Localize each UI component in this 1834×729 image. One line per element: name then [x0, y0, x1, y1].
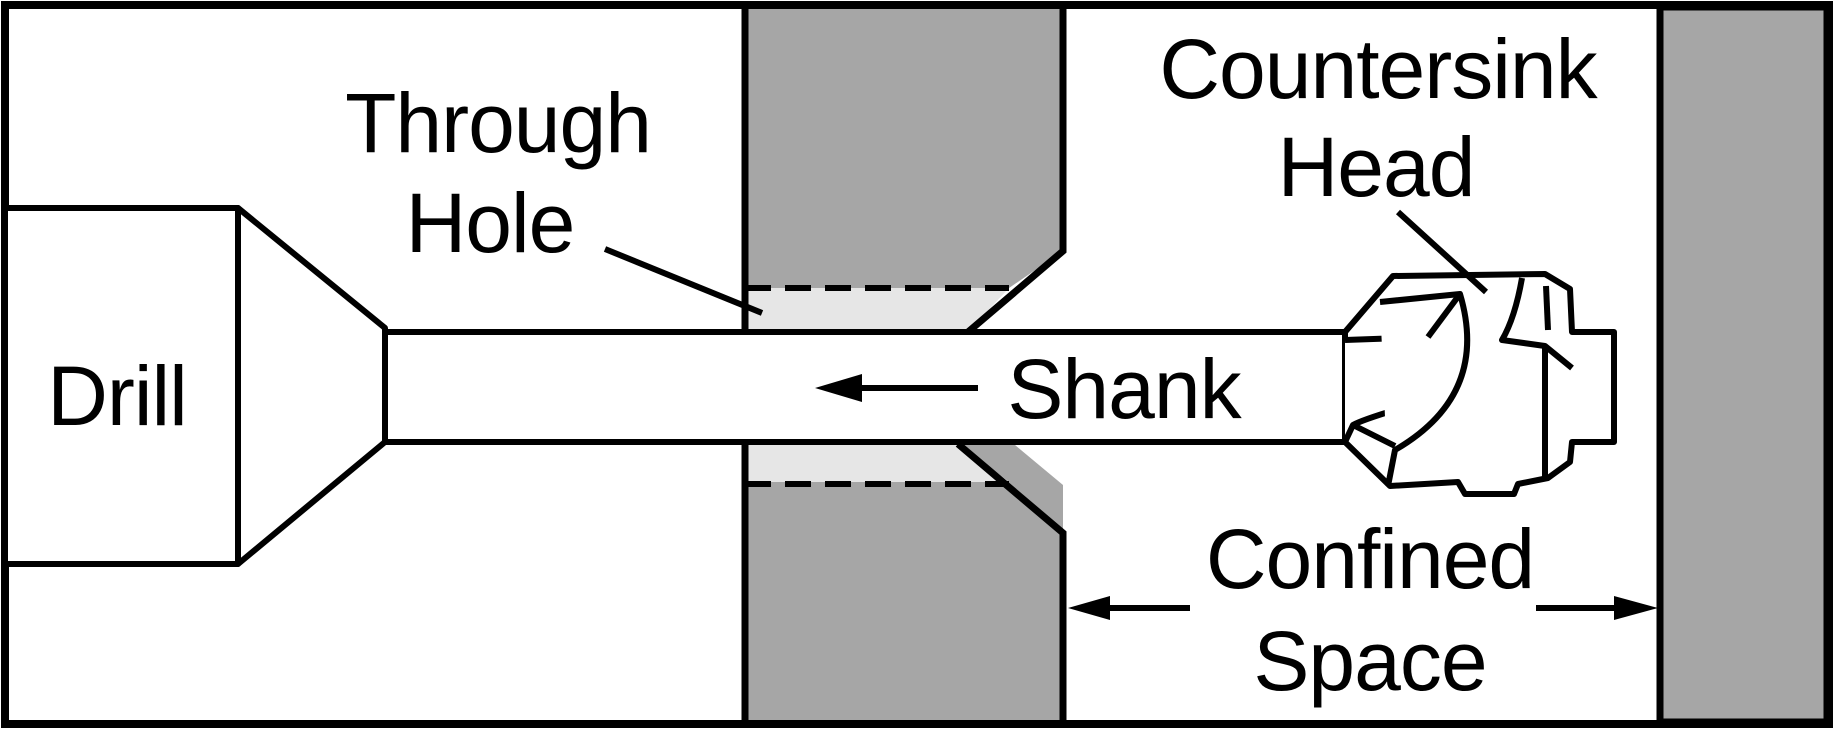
plate-upper	[745, 7, 1063, 288]
through-hole-label-line1: Through	[345, 76, 651, 170]
workpiece-plate	[741, 7, 1067, 722]
shank-label: Shank	[1007, 342, 1242, 436]
confining-wall	[1656, 3, 1831, 726]
hole-gap-upper	[745, 288, 1009, 332]
shank-direction-arrow-icon	[815, 374, 978, 402]
confined-space-label-line1: Confined	[1206, 512, 1534, 606]
through-hole-label-line2: Hole	[406, 176, 575, 270]
drill-body	[2, 205, 388, 567]
countersink-leader	[1395, 209, 1489, 295]
drill-taper	[235, 205, 388, 567]
countersink-head-icon	[1342, 271, 1617, 497]
drill-label: Drill	[47, 349, 187, 443]
countersink-label-line2: Head	[1278, 120, 1475, 214]
plate-lower	[745, 440, 1063, 722]
through-hole-leader	[603, 246, 764, 316]
countersink-label-line1: Countersink	[1159, 22, 1598, 116]
confined-space-arrows-icon	[1068, 596, 1658, 620]
confined-space-label-line2: Space	[1253, 614, 1486, 708]
hole-gap-lower	[745, 442, 1009, 482]
